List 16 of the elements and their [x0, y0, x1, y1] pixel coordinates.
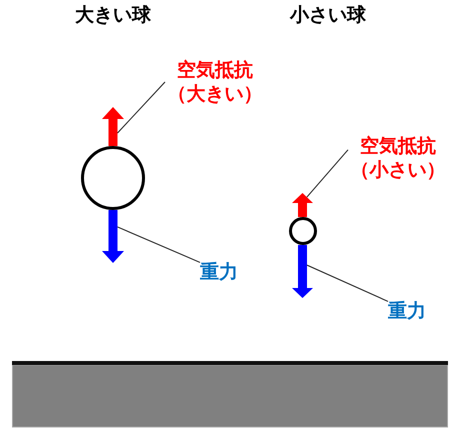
ball — [289, 217, 317, 245]
leader-line — [117, 226, 200, 263]
force-arrow — [102, 107, 124, 146]
force-label: 重力 — [200, 260, 238, 284]
force-label: 空気抵抗（大きい） — [165, 58, 265, 106]
force-arrow — [292, 245, 313, 298]
ball-heading: 大きい球 — [75, 3, 151, 27]
ball — [81, 146, 145, 210]
force-arrow — [102, 210, 124, 263]
leader-line — [117, 82, 166, 134]
leader-line — [306, 264, 388, 302]
force-arrow — [292, 193, 313, 217]
force-label: 空気抵抗（小さい） — [348, 134, 448, 182]
force-label: 重力 — [388, 299, 426, 323]
leader-line — [306, 149, 348, 198]
ball-heading: 小さい球 — [290, 3, 366, 27]
